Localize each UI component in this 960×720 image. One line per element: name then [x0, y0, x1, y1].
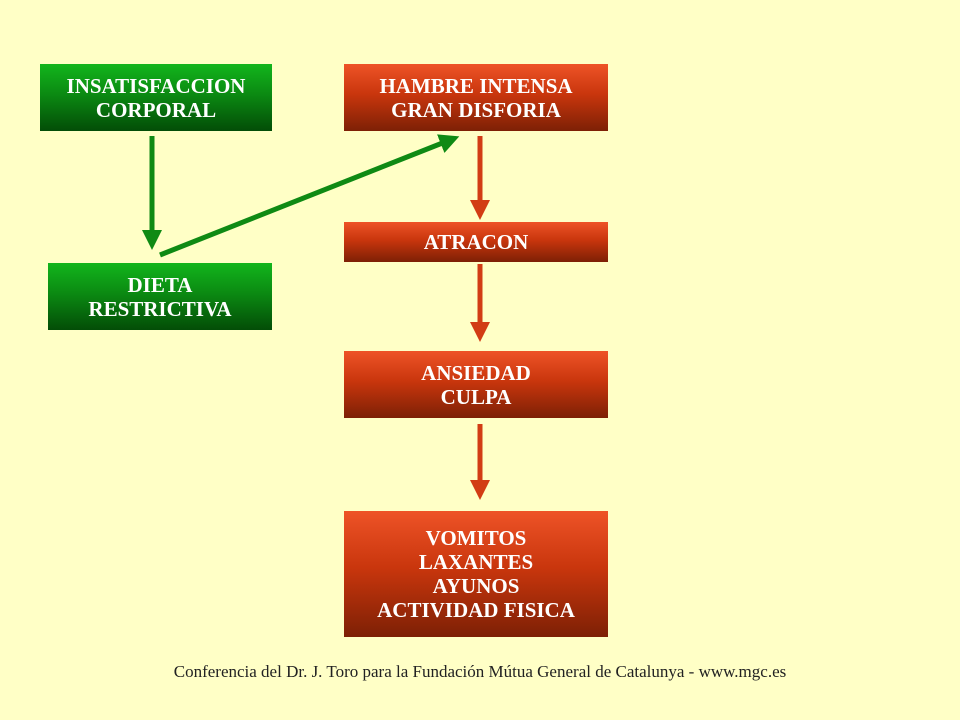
node-label-line: VOMITOS [425, 526, 527, 550]
arrow-dieta-to-hambre [159, 134, 460, 258]
node-ansiedad-culpa: ANSIEDAD CULPA [344, 351, 608, 418]
footer-credit: Conferencia del Dr. J. Toro para la Fund… [173, 662, 787, 681]
node-label-line: LAXANTES [418, 550, 534, 574]
node-label-line: CORPORAL [95, 97, 217, 122]
node-dieta-restrictiva: DIETA RESTRICTIVA [48, 263, 272, 330]
node-label-line: ANSIEDAD [421, 360, 531, 385]
node-label-line: CULPA [440, 384, 512, 409]
node-label-line: ATRACON [423, 230, 529, 254]
node-vomitos-laxantes: VOMITOS LAXANTES AYUNOS ACTIVIDAD FISICA [344, 511, 608, 637]
node-label-line: HAMBRE INTENSA [379, 73, 573, 98]
node-label-line: INSATISFACCION [66, 73, 246, 98]
node-atracon: ATRACON [344, 222, 608, 262]
node-label-line: RESTRICTIVA [88, 296, 232, 321]
node-label-line: ACTIVIDAD FISICA [377, 598, 575, 622]
node-label-line: GRAN DISFORIA [391, 97, 561, 122]
node-insatisfaccion-corporal: INSATISFACCION CORPORAL [40, 64, 272, 131]
node-label-line: DIETA [127, 272, 193, 297]
node-label-line: AYUNOS [432, 574, 520, 598]
node-hambre-intensa: HAMBRE INTENSA GRAN DISFORIA [344, 64, 608, 131]
